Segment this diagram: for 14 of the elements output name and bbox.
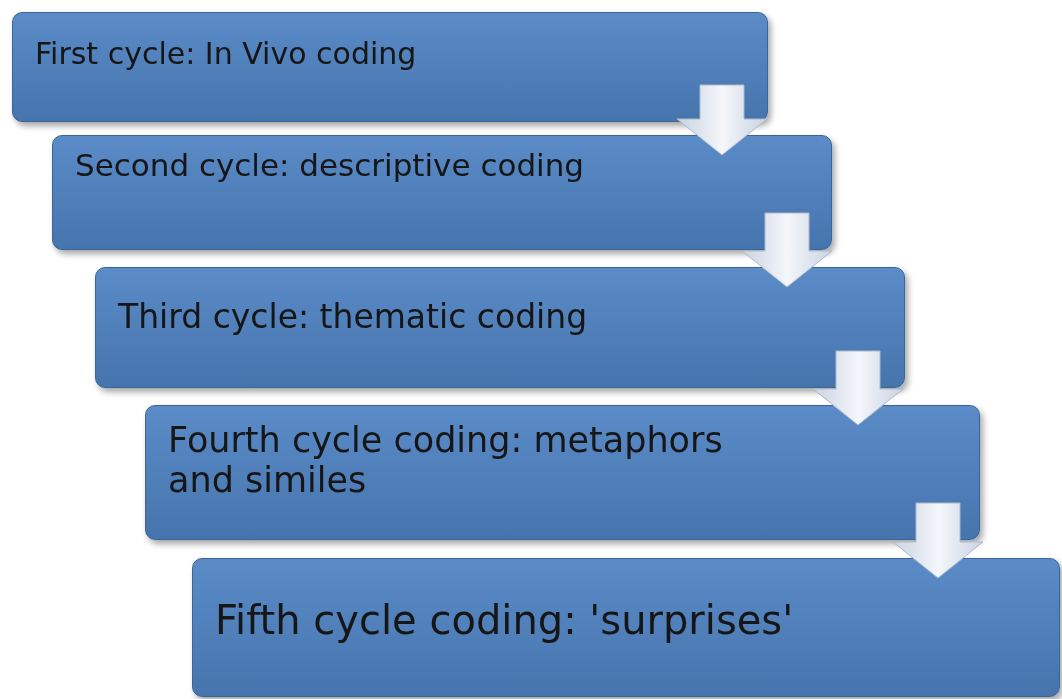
box-label: First cycle: In Vivo coding: [35, 37, 418, 72]
block-arrow: [812, 350, 904, 426]
process-box: [95, 267, 905, 388]
box-label: Fourth cycle coding: metaphors and similes: [168, 420, 724, 501]
block-arrow: [741, 212, 833, 288]
process-box: [12, 12, 768, 122]
process-box: [192, 558, 1060, 697]
box-label: Fifth cycle coding: 'surprises': [215, 597, 795, 643]
box-label: Second cycle: descriptive coding: [75, 148, 585, 184]
block-arrow: [892, 502, 984, 579]
block-arrow: [676, 84, 768, 156]
process-box: [52, 135, 832, 250]
box-label: Third cycle: thematic coding: [118, 298, 589, 336]
process-box: [145, 405, 980, 540]
